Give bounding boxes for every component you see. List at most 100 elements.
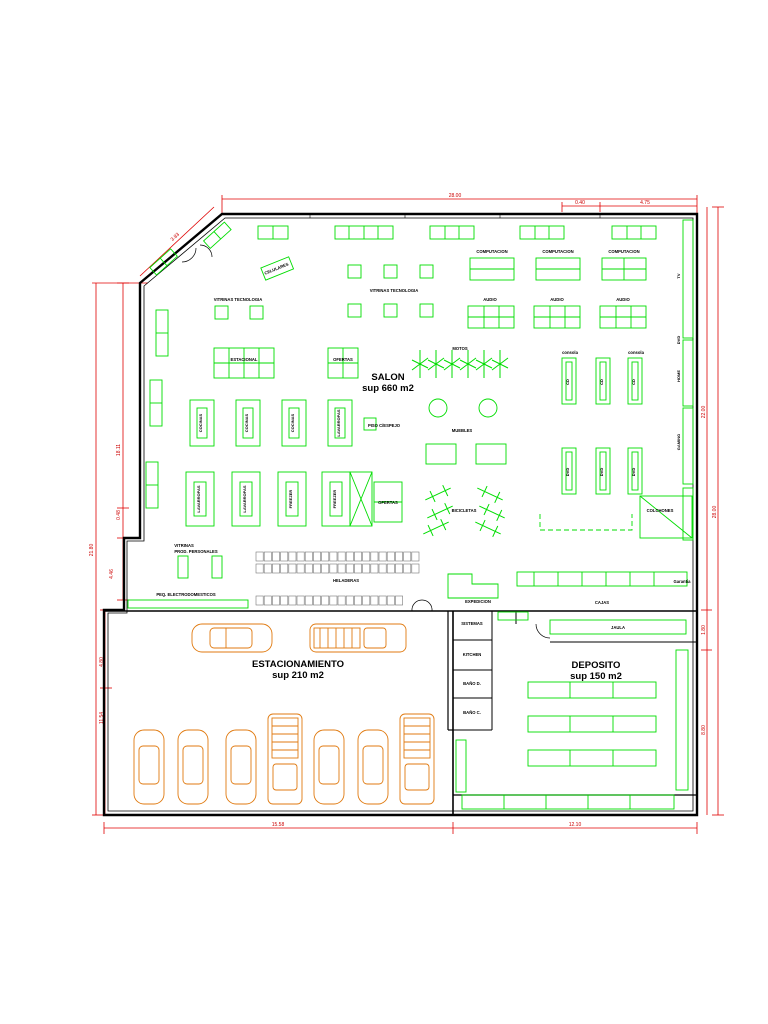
label-dvd-right: DVD: [676, 336, 681, 345]
heladera-module: [345, 551, 354, 562]
heladera-module: [321, 551, 330, 562]
pickup-bottom-2: [399, 713, 435, 805]
heladera-module: [296, 551, 305, 562]
heladera-module: [411, 551, 420, 562]
label-lavarropas-top: LAVARROPAS: [336, 409, 341, 436]
dim-right-upper: 22.00: [701, 406, 707, 419]
heladera-module: [345, 595, 354, 606]
label-muebles: MUEBLES: [452, 428, 473, 433]
heladera-module: [272, 563, 280, 574]
heladera-module: [263, 551, 272, 562]
dim-diagonal: 3.83: [170, 232, 181, 243]
car-bottom-3: [225, 729, 257, 805]
label-freezer-2: FREEZER: [332, 490, 337, 509]
heladera-module: [296, 563, 305, 574]
dim-right-lower: 8.80: [701, 725, 707, 735]
heladera-module: [378, 551, 387, 562]
label-consola-1: consola: [562, 350, 578, 355]
label-cd-3: CD: [631, 379, 636, 385]
dim-top-right: 4.75: [640, 200, 650, 206]
heladera-module: [354, 551, 362, 562]
label-vitrinas-tecnologia-left: VITRINAS TECNOLOGIA: [214, 297, 263, 302]
dim-left-lower-b: 11.54: [99, 712, 105, 724]
heladera-module: [313, 551, 321, 562]
heladera-module: [280, 595, 289, 606]
dim-top-total: 28.00: [449, 193, 462, 199]
label-estacional: ESTACIONAL: [231, 357, 258, 362]
fixtures: [127, 219, 694, 810]
label-cd-1: CD: [565, 379, 570, 385]
heladera-module: [272, 551, 280, 562]
heladera-module: [263, 563, 272, 574]
label-computacion-1: COMPUTACION: [476, 249, 507, 254]
dim-right-outer: 28.00: [712, 506, 718, 519]
dim-left-mid-b: 4.46: [109, 569, 115, 579]
label-tv: TV: [676, 273, 681, 278]
label-bano-c: BAÑO C.: [463, 710, 481, 715]
dim-top-mid: 0.40: [575, 200, 585, 206]
heladera-module: [255, 563, 264, 574]
label-computacion-3: COMPUTACION: [608, 249, 639, 254]
heladera-module: [280, 563, 289, 574]
heladera-module: [337, 595, 346, 606]
heladera-module: [329, 551, 338, 562]
heladera-module: [395, 551, 403, 562]
label-gaming: GAMING: [676, 434, 681, 450]
label-ofertas-bottom: OFERTAS: [378, 500, 398, 505]
car-bottom-1: [133, 729, 165, 805]
salon-title: SALON: [371, 372, 404, 383]
fixture-labels: VITRINAS TECNOLOGIA VITRINAS TECNOLOGIA …: [156, 249, 691, 715]
car-top-left: [191, 623, 273, 653]
walls: [102, 212, 699, 817]
heladera-module: [345, 563, 354, 574]
heladera-module: [362, 551, 371, 562]
dim-bottom-right: 12.10: [569, 822, 582, 828]
dim-bottom-left: 15.58: [272, 822, 285, 828]
label-heladeras: HELADERAS: [333, 578, 359, 583]
heladera-module: [395, 563, 403, 574]
car-bottom-2: [177, 729, 209, 805]
label-ofertas-top: OFERTAS: [333, 357, 353, 362]
estacionamiento-title: ESTACIONAMIENTO: [252, 659, 344, 670]
heladera-module: [370, 595, 379, 606]
label-vitrinas-prod-2: PROD. PERSONALES: [174, 549, 217, 554]
heladera-module: [395, 595, 403, 606]
label-bano-d: BAÑO D.: [463, 681, 481, 686]
heladera-module: [288, 551, 297, 562]
label-cocinas-3: COCINAS: [290, 413, 295, 432]
label-vitrinas-prod-1: VITRINAS: [174, 543, 194, 548]
heladera-module: [354, 563, 362, 574]
bicicletas-group: [423, 484, 505, 538]
heladera-module: [288, 563, 297, 574]
pickup-top-right: [309, 623, 407, 653]
label-motos: MOTOS: [452, 346, 467, 351]
label-dvd-3: DVD: [631, 468, 636, 477]
label-computacion-2: COMPUTACION: [542, 249, 573, 254]
label-sistemas: SISTEMAS: [461, 621, 483, 626]
car-bottom-5: [357, 729, 389, 805]
heladera-module: [337, 563, 346, 574]
label-audio-1: AUDIO: [483, 297, 497, 302]
area-labels: SALON sup 660 m2 ESTACIONAMIENTO sup 210…: [252, 372, 622, 682]
label-kitchen: KITCHEN: [463, 652, 482, 657]
heladera-module: [304, 551, 313, 562]
dimension-lines: [92, 195, 724, 834]
label-bicicletas: BICICLETAS: [452, 508, 477, 513]
deposito-area: sup 150 m2: [570, 671, 622, 682]
heladera-module: [370, 563, 379, 574]
estacionamiento-area: sup 210 m2: [272, 670, 324, 681]
label-freezer-1: FREEZER: [288, 490, 293, 509]
label-cocinas-2: COCINAS: [244, 413, 249, 432]
deposito-title: DEPOSITO: [572, 660, 621, 671]
label-colchones: COLCHONES: [647, 508, 674, 513]
label-garantia: Garantia: [674, 579, 692, 584]
heladera-module: [354, 595, 362, 606]
label-peq-electro: PEQ. ELECTRODOMESTICOS: [156, 592, 216, 597]
dim-left-mid-a: 0.48: [116, 510, 122, 520]
heladera-module: [378, 595, 387, 606]
label-cd-2: CD: [599, 379, 604, 385]
heladera-module: [362, 595, 371, 606]
label-home: HOME: [676, 370, 681, 382]
heladera-module: [321, 595, 330, 606]
